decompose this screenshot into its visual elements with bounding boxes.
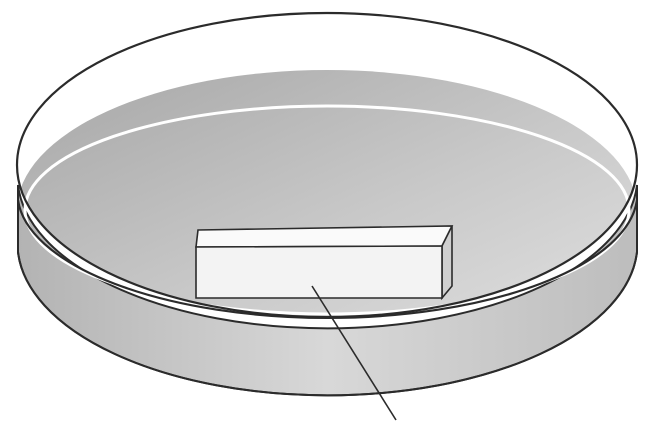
dish-base-outline [17, 251, 638, 397]
dish-lid-lower-edge [16, 199, 639, 320]
specimen-block [195, 225, 454, 301]
culture-medium [17, 70, 637, 317]
block-top [195, 225, 454, 248]
block-front [195, 245, 443, 299]
leader-line [311, 285, 397, 421]
medium-edge-highlight [23, 104, 631, 316]
